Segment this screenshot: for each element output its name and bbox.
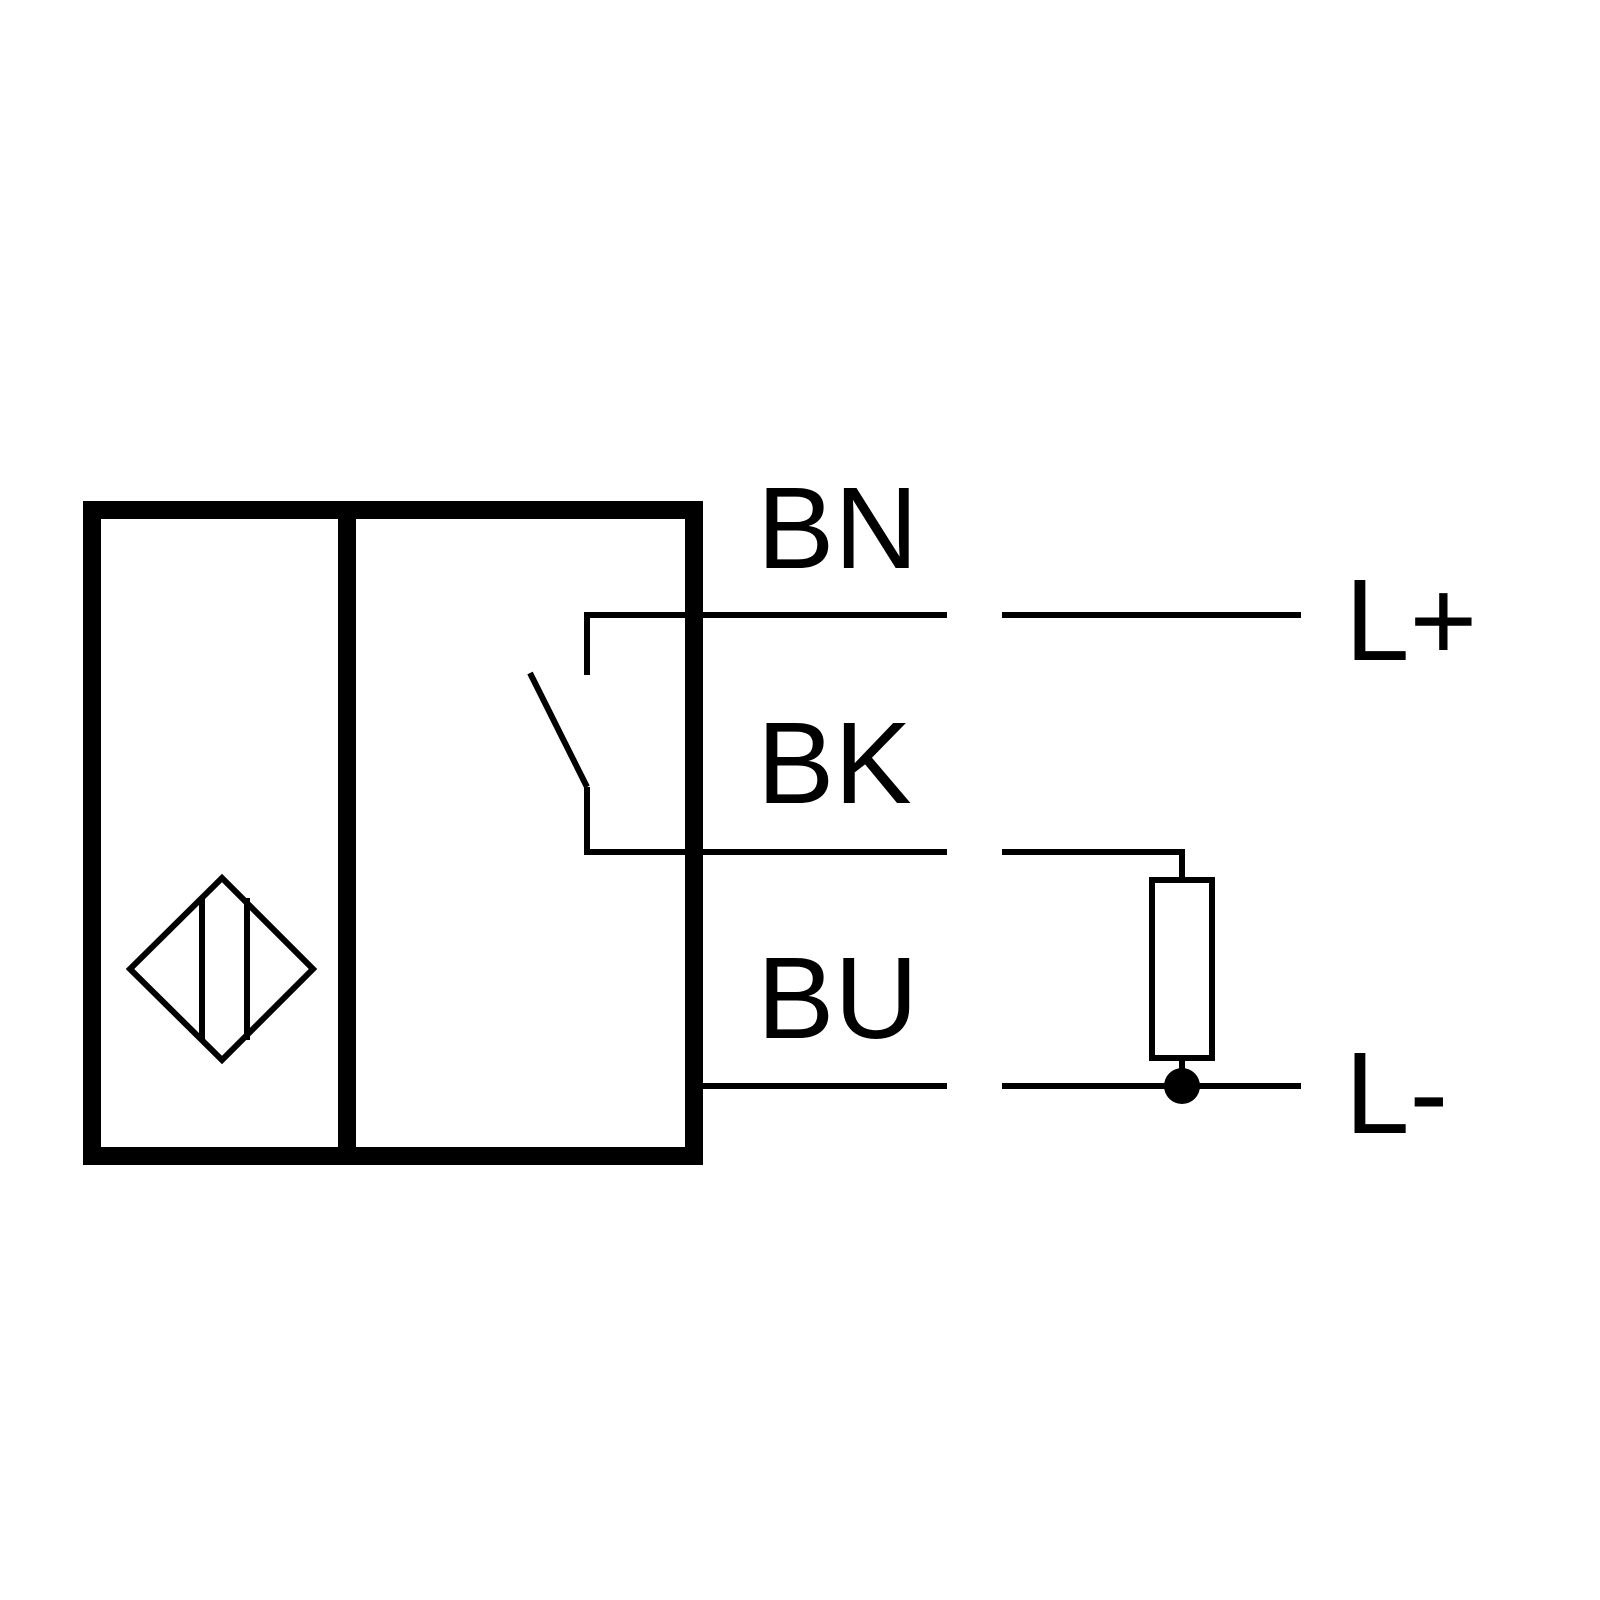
black-wire <box>694 849 1185 880</box>
supply-label-positive: L+ <box>1345 555 1477 685</box>
wire-label-bk: BK <box>757 698 912 828</box>
wire-label-bn: BN <box>757 463 918 593</box>
sensor-housing <box>83 501 703 1165</box>
junction-dot-icon <box>1164 1068 1200 1104</box>
switch-icon <box>527 612 694 855</box>
wire-label-bu: BU <box>757 933 918 1063</box>
supply-label-negative: L- <box>1345 1028 1448 1158</box>
load-icon <box>1149 877 1215 1086</box>
housing-outline <box>83 501 703 1165</box>
inductive-sensor-icon <box>125 873 318 1065</box>
